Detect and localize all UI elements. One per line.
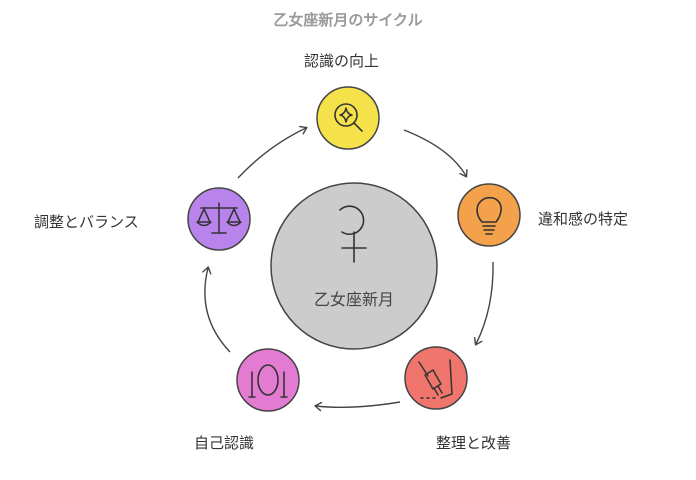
broom-icon	[418, 359, 453, 399]
node-self	[236, 348, 300, 412]
balance-scale-icon	[196, 202, 242, 234]
arrow-discomfort-to-organize	[473, 261, 494, 346]
lightbulb-icon	[476, 196, 502, 235]
label-discomfort: 違和感の特定	[538, 210, 629, 228]
label-recognition: 認識の向上	[304, 52, 380, 70]
arrow-balance-to-recognition	[237, 125, 308, 179]
node-recognition	[316, 86, 380, 150]
center-label: 乙女座新月	[313, 290, 394, 309]
label-balance: 調整とバランス	[34, 213, 139, 231]
diagram-title: 乙女座新月のサイクル	[273, 11, 423, 29]
label-organize: 整理と改善	[436, 434, 512, 452]
magnifier-sparkle-icon	[334, 103, 363, 132]
node-balance	[187, 187, 251, 251]
arrow-organize-to-self	[314, 401, 401, 412]
center-node	[270, 182, 438, 350]
arrow-recognition-to-discomfort	[403, 129, 468, 178]
node-organize	[404, 346, 468, 410]
label-self: 自己認識	[194, 434, 255, 452]
node-discomfort	[457, 183, 521, 247]
mirror-icon	[248, 364, 288, 398]
arrow-self-to-balance	[202, 266, 231, 353]
virgo-venus-symbol	[339, 205, 367, 263]
cycle-arrows	[202, 125, 494, 412]
